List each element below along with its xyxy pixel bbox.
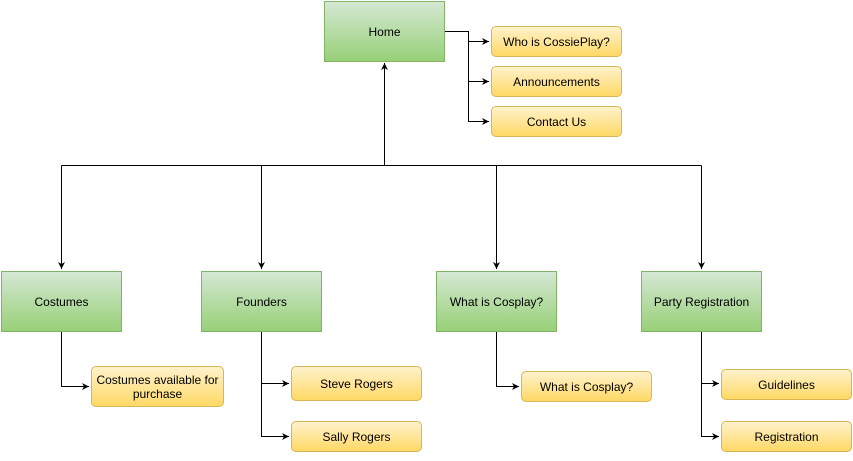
node-founders[interactable]: Founders: [201, 271, 322, 332]
edge-party-to-guidelines: [701, 331, 719, 387]
edge-costumes-to-available: [61, 331, 89, 390]
edge-party-to-registration: [701, 383, 719, 440]
node-who-is-cossieplay-label: Who is CossiePlay?: [503, 34, 610, 49]
node-what-is-cosplay[interactable]: What is Cosplay?: [436, 271, 557, 332]
node-what-is-cosplay-child-label: What is Cosplay?: [539, 379, 634, 394]
edge-home-to-contact-us: [468, 81, 489, 125]
node-steve-rogers[interactable]: Steve Rogers: [291, 366, 422, 401]
node-who-is-cossieplay[interactable]: Who is CossiePlay?: [491, 26, 622, 57]
edge-home-to-who-is: [444, 31, 489, 45]
edge-what-is-cosplay-to-child: [496, 331, 519, 390]
node-sally-rogers[interactable]: Sally Rogers: [291, 421, 422, 452]
node-home-label: Home: [368, 24, 401, 39]
node-guidelines[interactable]: Guidelines: [721, 369, 852, 400]
node-costumes-available-label: Costumes available for purchase: [96, 372, 219, 401]
node-contact-us[interactable]: Contact Us: [491, 106, 622, 137]
node-what-is-cosplay-label: What is Cosplay?: [449, 294, 544, 309]
node-sally-rogers-label: Sally Rogers: [322, 429, 391, 444]
edge-founders-to-sally: [261, 383, 289, 440]
node-steve-rogers-label: Steve Rogers: [320, 376, 393, 391]
node-costumes-label: Costumes: [34, 294, 89, 309]
node-announcements[interactable]: Announcements: [491, 66, 622, 97]
node-founders-label: Founders: [236, 294, 287, 309]
edge-home-to-announcements: [468, 41, 489, 85]
node-what-is-cosplay-child[interactable]: What is Cosplay?: [521, 371, 652, 402]
node-party-registration-label: Party Registration: [653, 294, 750, 309]
node-party-registration[interactable]: Party Registration: [641, 271, 762, 332]
node-costumes[interactable]: Costumes: [1, 271, 122, 332]
node-registration-label: Registration: [754, 429, 819, 444]
node-registration[interactable]: Registration: [721, 421, 852, 452]
node-guidelines-label: Guidelines: [758, 377, 815, 392]
edge-founders-to-steve: [261, 331, 289, 387]
node-costumes-available[interactable]: Costumes available for purchase: [91, 366, 224, 407]
node-announcements-label: Announcements: [513, 74, 600, 89]
node-contact-us-label: Contact Us: [526, 114, 587, 129]
node-home[interactable]: Home: [324, 1, 445, 62]
